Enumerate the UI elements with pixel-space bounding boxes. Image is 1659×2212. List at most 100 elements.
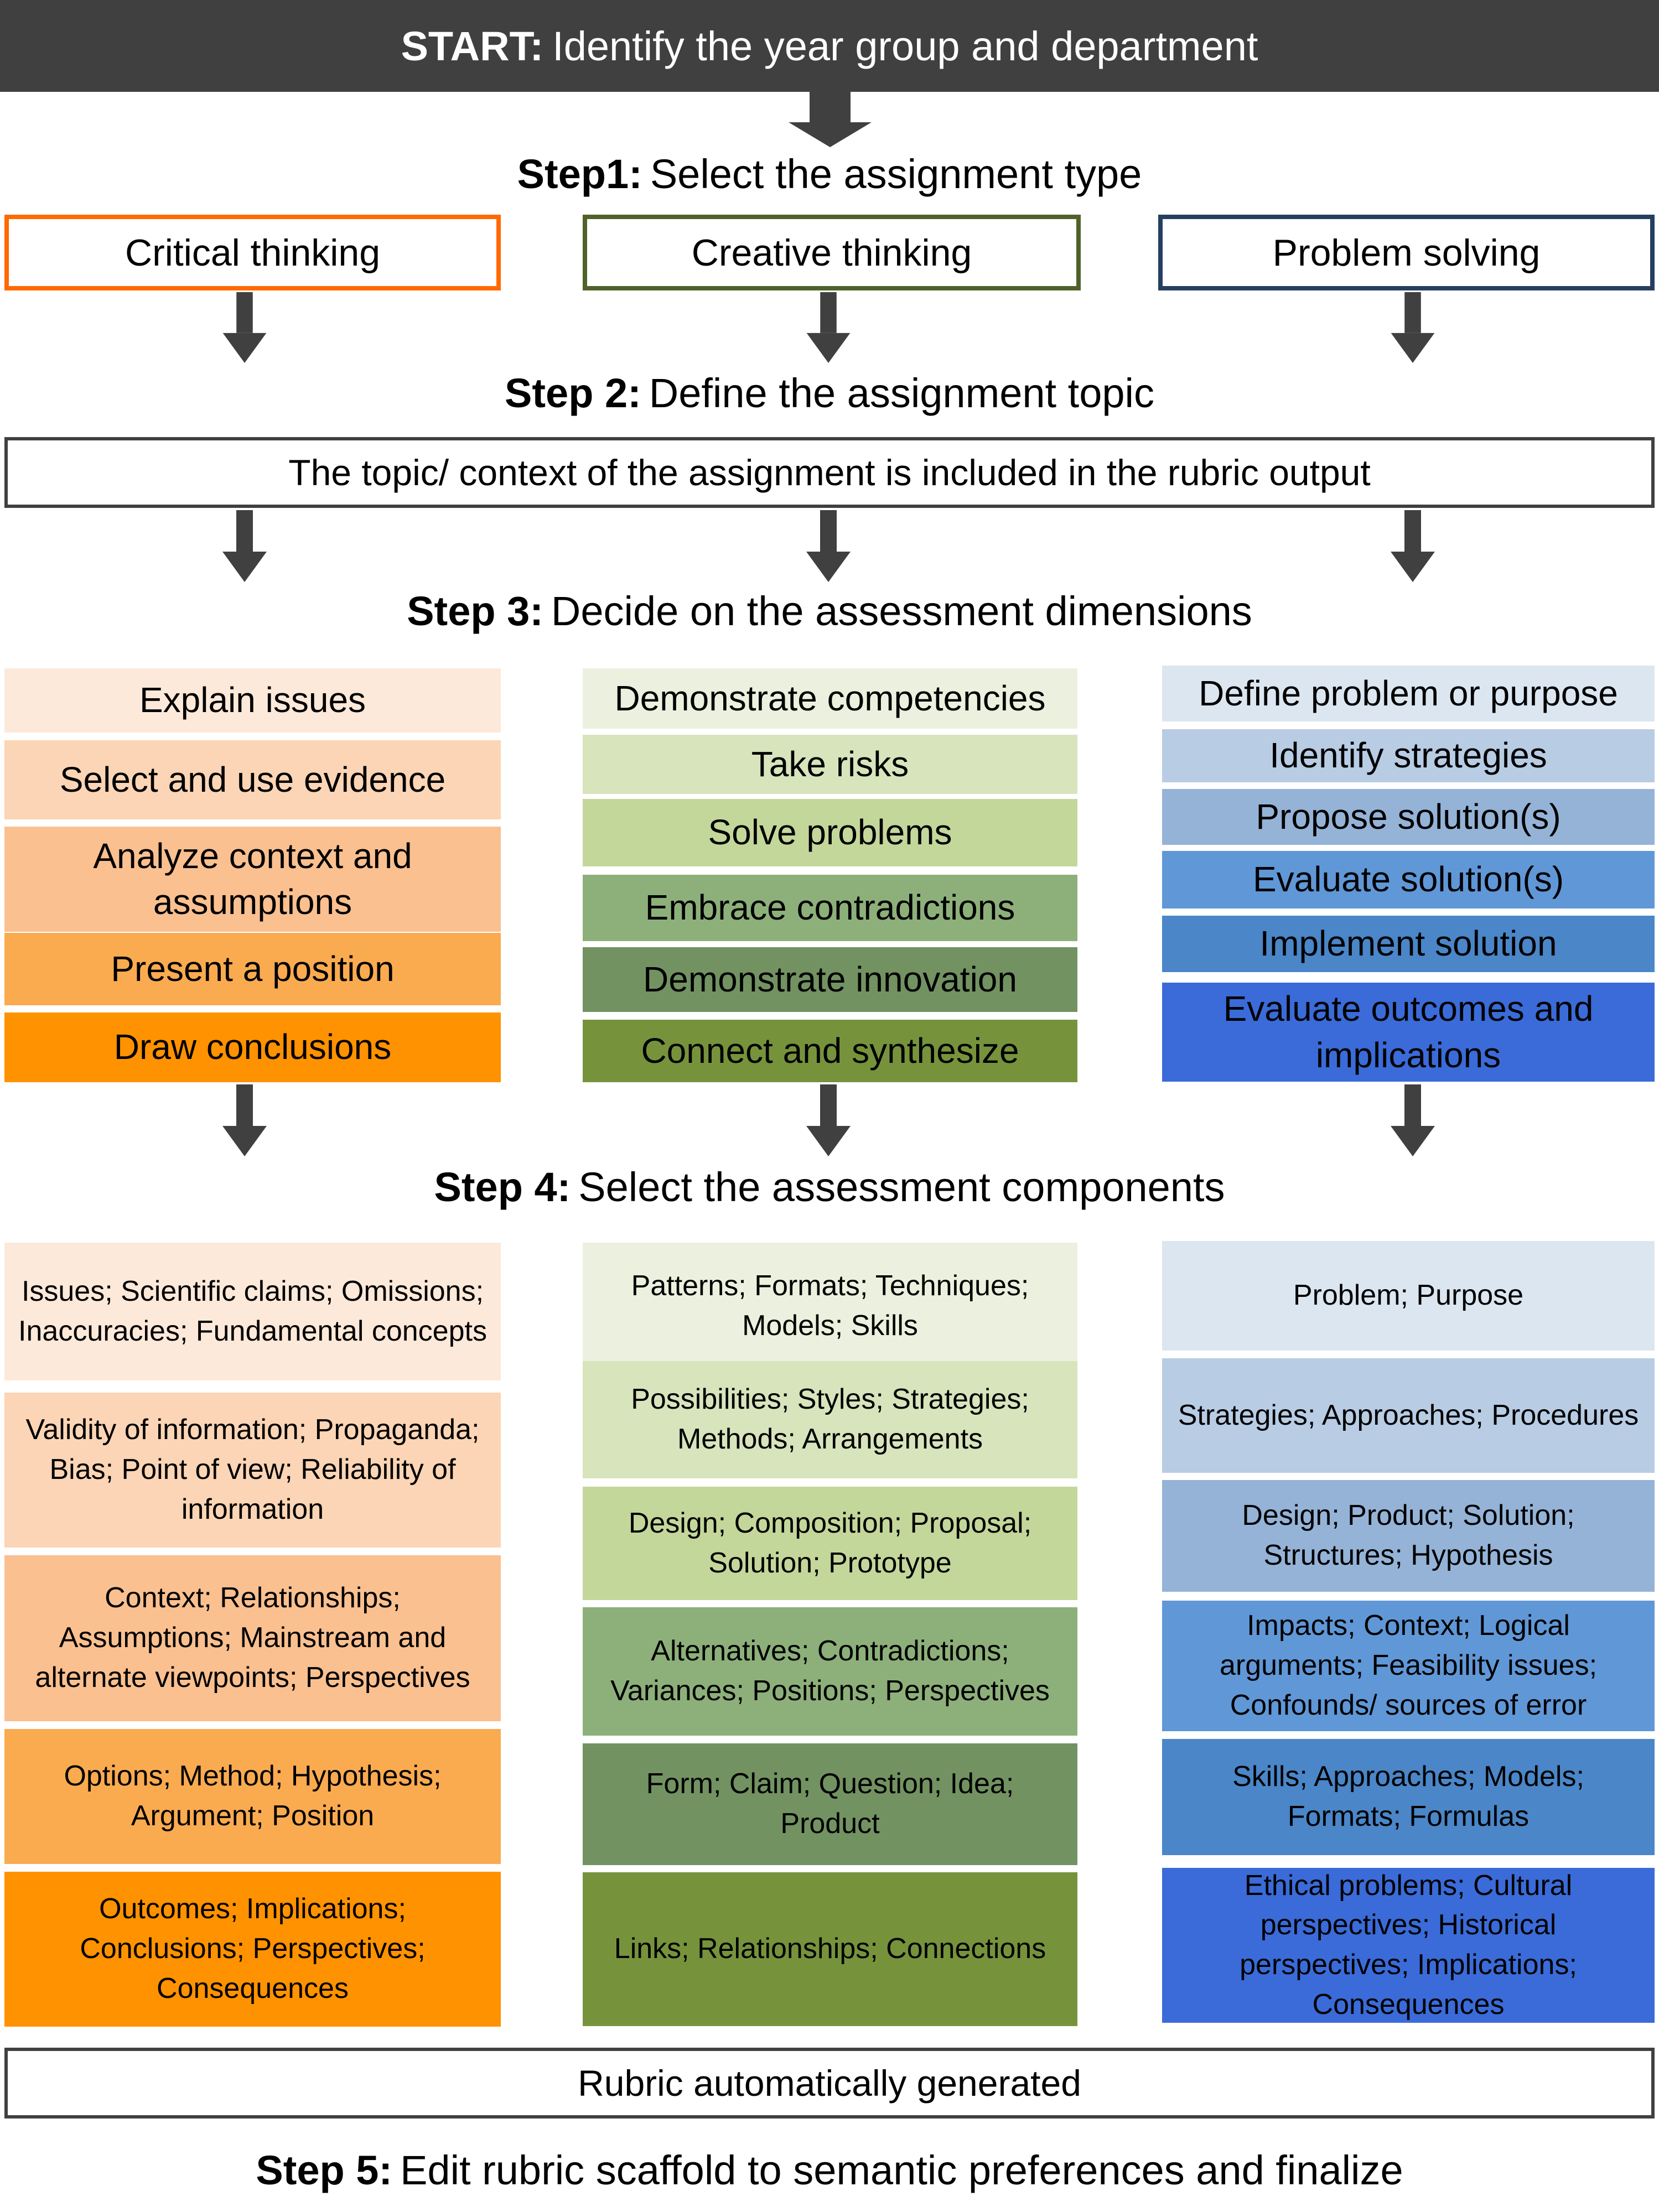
component-item[interactable]: Validity of information; Propaganda; Bia…	[4, 1393, 501, 1548]
component-item[interactable]: Context; Relationships; Assumptions; Mai…	[4, 1555, 501, 1721]
component-label: Validity of information; Propaganda; Bia…	[25, 1414, 480, 1525]
topic-box: The topic/ context of the assignment is …	[4, 437, 1655, 508]
component-label: Problem; Purpose	[1293, 1279, 1524, 1312]
dimension-label: Demonstrate innovation	[643, 959, 1017, 999]
dimension-item[interactable]: Evaluate solution(s)	[1162, 851, 1655, 908]
start-label: START:	[401, 23, 544, 69]
component-item[interactable]: Design; Composition; Proposal; Solution;…	[583, 1487, 1077, 1600]
component-item[interactable]: Outcomes; Implications; Conclusions; Per…	[4, 1872, 501, 2027]
component-item[interactable]: Alternatives; Contradictions; Variances;…	[583, 1607, 1077, 1736]
down-arrow-icon	[222, 1084, 267, 1156]
dimension-item[interactable]: Analyze context and assumptions	[4, 827, 501, 932]
component-item[interactable]: Impacts; Context; Logical arguments; Fea…	[1162, 1601, 1655, 1731]
component-label: Impacts; Context; Logical arguments; Fea…	[1219, 1609, 1598, 1721]
component-label: Links; Relationships; Connections	[614, 1933, 1046, 1965]
type-problem-solving[interactable]: Problem solving	[1158, 215, 1655, 290]
dimension-label: Embrace contradictions	[645, 887, 1015, 928]
down-arrow-icon	[1391, 510, 1435, 582]
type-critical-thinking[interactable]: Critical thinking	[4, 215, 501, 290]
dimension-label: Demonstrate competencies	[614, 678, 1046, 718]
step4-heading: Step 4:Select the assessment components	[0, 1164, 1659, 1211]
dimension-label: Present a position	[111, 948, 395, 989]
dimension-item[interactable]: Demonstrate competencies	[583, 668, 1077, 729]
down-arrow-icon	[806, 1084, 851, 1156]
step1-heading: Step1:Select the assignment type	[0, 150, 1659, 198]
type-label: Problem solving	[1272, 231, 1541, 274]
dimension-item[interactable]: Define problem or purpose	[1162, 666, 1655, 721]
dimension-item[interactable]: Present a position	[4, 933, 501, 1005]
step4-text: Select the assessment components	[578, 1164, 1225, 1210]
dimension-item[interactable]: Demonstrate innovation	[583, 947, 1077, 1012]
dimension-label: Analyze context and assumptions	[93, 835, 412, 922]
component-item[interactable]: Ethical problems; Cultural perspectives;…	[1162, 1868, 1655, 2023]
step5-text: Edit rubric scaffold to semantic prefere…	[400, 2147, 1403, 2193]
dimension-item[interactable]: Propose solution(s)	[1162, 789, 1655, 845]
component-item[interactable]: Skills; Approaches; Models; Formats; For…	[1162, 1739, 1655, 1855]
down-arrow-icon	[1391, 292, 1435, 363]
dimension-item[interactable]: Embrace contradictions	[583, 875, 1077, 941]
component-item[interactable]: Strategies; Approaches; Procedures	[1162, 1358, 1655, 1473]
dimension-item[interactable]: Solve problems	[583, 799, 1077, 866]
component-label: Skills; Approaches; Models; Formats; For…	[1232, 1761, 1584, 1832]
component-item[interactable]: Form; Claim; Question; Idea; Product	[583, 1743, 1077, 1865]
step4-label: Step 4:	[434, 1164, 571, 1210]
dimension-item[interactable]: Connect and synthesize	[583, 1020, 1077, 1082]
dimension-item[interactable]: Draw conclusions	[4, 1012, 501, 1082]
down-arrow-icon	[222, 510, 267, 582]
down-arrow-icon	[222, 292, 267, 363]
start-text: Identify the year group and department	[552, 23, 1258, 69]
type-label: Critical thinking	[125, 231, 381, 274]
component-item[interactable]: Issues; Scientific claims; Omissions; In…	[4, 1243, 501, 1380]
component-label: Form; Claim; Question; Idea; Product	[646, 1768, 1014, 1840]
topic-text: The topic/ context of the assignment is …	[288, 452, 1371, 493]
dimension-item[interactable]: Select and use evidence	[4, 740, 501, 819]
start-banner: START: Identify the year group and depar…	[0, 0, 1659, 92]
step3-label: Step 3:	[407, 588, 543, 634]
step2-text: Define the assignment topic	[649, 370, 1154, 416]
component-label: Alternatives; Contradictions; Variances;…	[610, 1635, 1050, 1707]
component-item[interactable]: Possibilities; Styles; Strategies; Metho…	[583, 1361, 1077, 1478]
dimension-label: Define problem or purpose	[1199, 673, 1618, 713]
dimension-label: Explain issues	[139, 680, 366, 720]
component-item[interactable]: Patterns; Formats; Techniques; Models; S…	[583, 1243, 1077, 1370]
dimension-item[interactable]: Implement solution	[1162, 916, 1655, 972]
component-item[interactable]: Design; Product; Solution; Structures; H…	[1162, 1480, 1655, 1592]
type-label: Creative thinking	[691, 231, 972, 274]
component-item[interactable]: Links; Relationships; Connections	[583, 1872, 1077, 2026]
step1-label: Step1:	[517, 151, 642, 197]
component-label: Context; Relationships; Assumptions; Mai…	[35, 1582, 470, 1694]
dimension-item[interactable]: Identify strategies	[1162, 729, 1655, 782]
dimension-label: Take risks	[751, 744, 909, 784]
step5-label: Step 5:	[256, 2147, 393, 2193]
component-item[interactable]: Problem; Purpose	[1162, 1241, 1655, 1351]
step1-text: Select the assignment type	[650, 151, 1142, 197]
rubric-generated-box: Rubric automatically generated	[4, 2048, 1655, 2118]
dimension-label: Connect and synthesize	[641, 1030, 1019, 1071]
component-label: Outcomes; Implications; Conclusions; Per…	[80, 1893, 426, 2005]
step3-text: Decide on the assessment dimensions	[551, 588, 1252, 634]
type-creative-thinking[interactable]: Creative thinking	[583, 215, 1081, 290]
step3-heading: Step 3:Decide on the assessment dimensio…	[0, 588, 1659, 635]
down-arrow-icon	[1391, 1084, 1435, 1156]
component-label: Ethical problems; Cultural perspectives;…	[1240, 1869, 1577, 2021]
rubric-text: Rubric automatically generated	[578, 2063, 1081, 2104]
component-label: Design; Product; Solution; Structures; H…	[1242, 1499, 1575, 1571]
dimension-label: Evaluate outcomes and implications	[1223, 989, 1594, 1075]
dimension-item[interactable]: Take risks	[583, 735, 1077, 794]
dimension-label: Evaluate solution(s)	[1252, 859, 1564, 900]
start-arrow-icon	[789, 92, 872, 147]
component-label: Possibilities; Styles; Strategies; Metho…	[631, 1383, 1029, 1455]
component-label: Patterns; Formats; Techniques; Models; S…	[631, 1270, 1029, 1342]
component-label: Issues; Scientific claims; Omissions; In…	[18, 1275, 487, 1347]
dimension-item[interactable]: Evaluate outcomes and implications	[1162, 983, 1655, 1082]
dimension-label: Select and use evidence	[59, 759, 446, 799]
dimension-label: Propose solution(s)	[1256, 796, 1561, 837]
component-label: Strategies; Approaches; Procedures	[1178, 1399, 1639, 1431]
component-label: Options; Method; Hypothesis; Argument; P…	[64, 1760, 442, 1832]
component-item[interactable]: Options; Method; Hypothesis; Argument; P…	[4, 1729, 501, 1864]
dimension-item[interactable]: Explain issues	[4, 668, 501, 733]
dimension-label: Identify strategies	[1269, 735, 1547, 776]
dimension-label: Draw conclusions	[113, 1027, 392, 1067]
dimension-label: Solve problems	[708, 812, 952, 853]
component-label: Design; Composition; Proposal; Solution;…	[628, 1507, 1032, 1579]
